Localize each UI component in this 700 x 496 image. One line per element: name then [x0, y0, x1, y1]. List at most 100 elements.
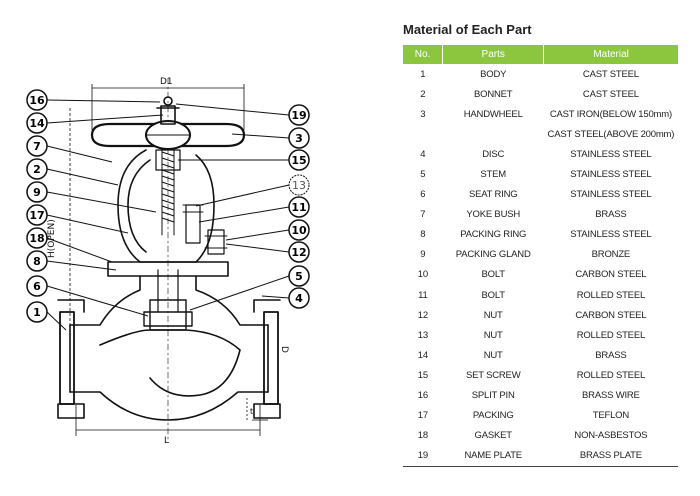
table-row: 17 PACKING TEFLON [403, 406, 678, 426]
cell-material: BRASS [595, 349, 627, 361]
table-row: 3 HANDWHEEL CAST IRON(BELOW 150mm) [403, 104, 678, 124]
table-title: Material of Each Part [403, 22, 532, 37]
cell-no: 17 [417, 410, 428, 422]
cell-material: BRASS [595, 209, 627, 221]
cell-part: BONNET [474, 88, 513, 100]
table-row: CAST STEEL(ABOVE 200mm) [403, 124, 678, 144]
cell-no: 8 [420, 229, 426, 241]
callouts-right: 19 3 15 13 11 10 12 5 4 [288, 104, 310, 309]
table-row: 18 GASKET NON-ASBESTOS [403, 426, 678, 446]
cell-part: BOLT [481, 269, 506, 281]
svg-text:6: 6 [33, 280, 41, 293]
header-material: Material [543, 45, 678, 64]
svg-text:7: 7 [33, 140, 41, 153]
cell-part: PACKING [472, 410, 514, 422]
dim-t-label: t [250, 407, 253, 416]
cell-no: 15 [417, 369, 428, 381]
cell-material: CAST STEEL [582, 68, 639, 80]
cell-part: PACKING RING [460, 229, 527, 241]
svg-text:18: 18 [29, 232, 44, 245]
cell-part: YOKE BUSH [466, 209, 521, 221]
callout-13: 13 [288, 174, 310, 196]
cell-material: NON-ASBESTOS [574, 430, 648, 442]
svg-text:3: 3 [295, 132, 303, 145]
table-header-row: No. Parts Material [403, 45, 678, 64]
svg-text:13: 13 [292, 179, 306, 192]
cell-no: 1 [420, 68, 426, 80]
callout-17: 17 [26, 204, 48, 226]
callout-10: 10 [288, 219, 310, 241]
callout-1: 1 [26, 301, 48, 323]
table-row: 12 NUT CARBON STEEL [403, 305, 678, 325]
cell-material: BRONZE [591, 249, 631, 261]
cell-part: SEAT RING [468, 189, 518, 201]
cell-material: CARBON STEEL [575, 309, 647, 321]
cell-no: 14 [417, 349, 428, 361]
cell-no: 19 [403, 445, 443, 467]
table-row: 15 SET SCREW ROLLED STEEL [403, 365, 678, 385]
svg-text:5: 5 [295, 270, 303, 283]
cell-no: 3 [420, 108, 426, 120]
svg-text:17: 17 [29, 209, 44, 222]
cell-material: STAINLESS STEEL [570, 169, 652, 181]
callout-9: 9 [26, 181, 48, 203]
cell-material: ROLLED STEEL [576, 289, 646, 301]
callout-7: 7 [26, 135, 48, 157]
svg-text:15: 15 [291, 154, 306, 167]
callout-5: 5 [288, 265, 310, 287]
table-row: 1 BODY CAST STEEL [403, 64, 678, 84]
callouts-left: 16 14 7 2 9 17 18 8 6 1 [26, 89, 48, 323]
cell-part: SET SCREW [465, 369, 521, 381]
cell-material: BRASS WIRE [582, 390, 640, 402]
svg-text:12: 12 [291, 246, 306, 259]
cell-material: CAST STEEL [582, 88, 639, 100]
cell-material: ROLLED STEEL [576, 369, 646, 381]
cell-part: NUT [483, 349, 503, 361]
dim-l-label: L [164, 436, 169, 446]
callout-14: 14 [26, 112, 48, 134]
svg-text:10: 10 [291, 224, 307, 237]
cell-material: STAINLESS STEEL [570, 189, 652, 201]
cell-no: 6 [420, 189, 426, 201]
svg-text:14: 14 [29, 117, 45, 130]
cell-material: ROLLED STEEL [576, 329, 646, 341]
cell-material: CAST IRON(BELOW 150mm) [549, 108, 672, 120]
svg-text:19: 19 [291, 109, 306, 122]
cell-part: NAME PLATE [442, 445, 544, 467]
cell-part: BODY [480, 68, 507, 80]
table-row: 6 SEAT RING STAINLESS STEEL [403, 185, 678, 205]
cell-material: CAST STEEL(ABOVE 200mm) [547, 128, 675, 140]
callout-12: 12 [288, 241, 310, 263]
cell-part: GASKET [474, 430, 513, 442]
cell-part [443, 124, 544, 144]
callout-11: 11 [288, 196, 310, 218]
callout-6: 6 [26, 275, 48, 297]
cell-part: BOLT [481, 289, 506, 301]
callout-18: 18 [26, 227, 48, 249]
table-row: 14 NUT BRASS [403, 345, 678, 365]
cell-material: BRASS PLATE [543, 445, 678, 467]
cell-part: NUT [483, 329, 503, 341]
dim-d-label: D [279, 346, 289, 353]
svg-text:2: 2 [33, 163, 41, 176]
cell-no: 16 [417, 390, 428, 402]
cell-no: 12 [417, 309, 428, 321]
svg-text:8: 8 [33, 255, 41, 268]
cell-part: DISC [482, 148, 505, 160]
callout-16: 16 [26, 89, 48, 111]
cell-part: NUT [483, 309, 503, 321]
cell-part: HANDWHEEL [463, 108, 523, 120]
dim-h-open-label: H(OPEN) [47, 219, 57, 258]
cell-material: STAINLESS STEEL [570, 148, 652, 160]
svg-text:9: 9 [33, 186, 41, 199]
cell-material: TEFLON [592, 410, 630, 422]
header-parts: Parts [442, 45, 544, 64]
cell-no: 18 [417, 430, 428, 442]
